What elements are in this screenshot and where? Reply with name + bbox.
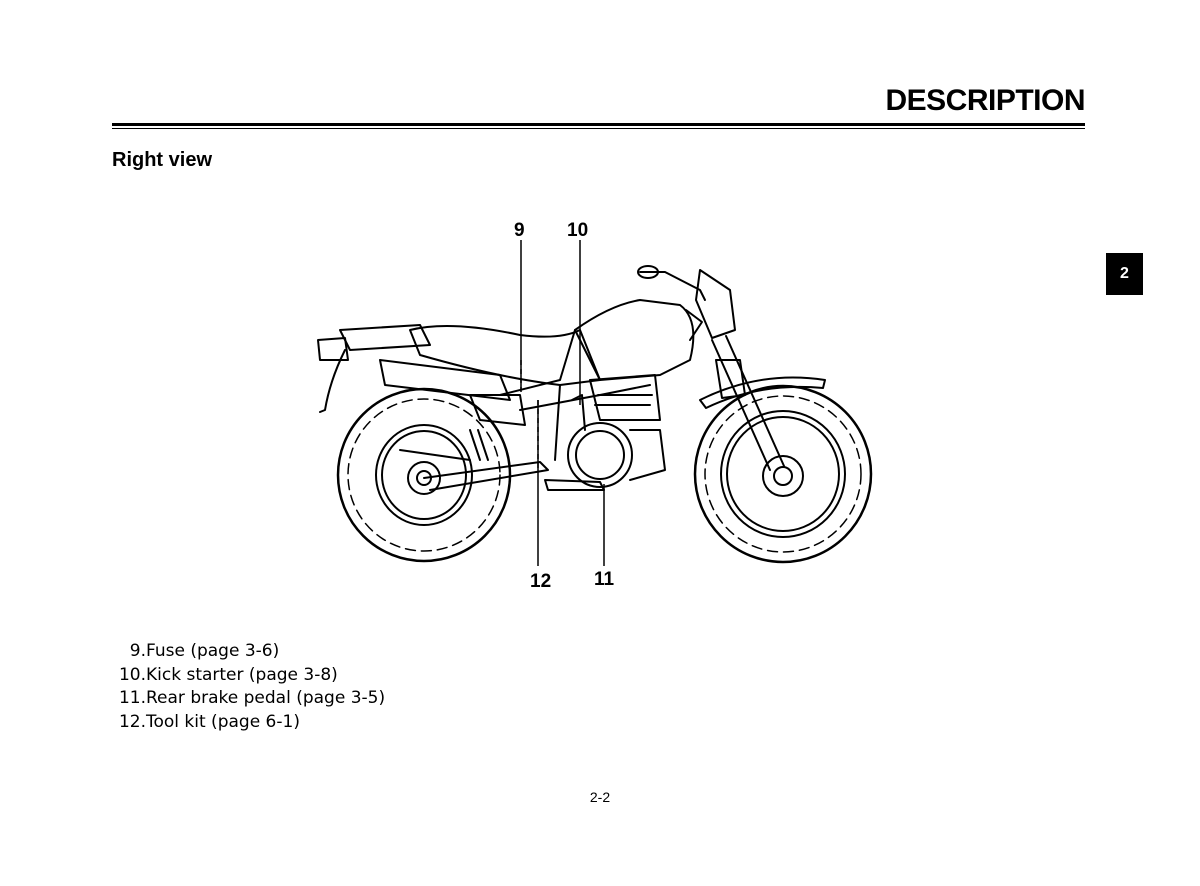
motorcycle-right-view-diagram xyxy=(317,240,873,566)
legend-item: 12.Tool kit (page 6-1) xyxy=(118,711,300,732)
header-rule-thick xyxy=(112,123,1085,126)
callout-9: 9 xyxy=(514,220,525,241)
section-title: Right view xyxy=(112,149,213,171)
rear-wheel xyxy=(336,387,512,563)
front-wheel xyxy=(693,384,873,564)
callout-11: 11 xyxy=(594,569,615,590)
legend-item: 9.Fuse (page 3-6) xyxy=(129,641,280,661)
page-title: DESCRIPTION xyxy=(885,84,1085,117)
chapter-tab: 2 xyxy=(1106,253,1143,295)
callout-10: 10 xyxy=(567,220,589,241)
header-rule-thin xyxy=(112,128,1085,129)
callout-12: 12 xyxy=(530,571,552,592)
legend-item: 11.Rear brake pedal (page 3-5) xyxy=(118,688,386,708)
legend-item: 10.Kick starter (page 3-8) xyxy=(118,664,338,685)
parts-legend: 9.Fuse (page 3-6) 10.Kick starter (page … xyxy=(112,640,385,734)
page-number: 2-2 xyxy=(589,789,611,805)
